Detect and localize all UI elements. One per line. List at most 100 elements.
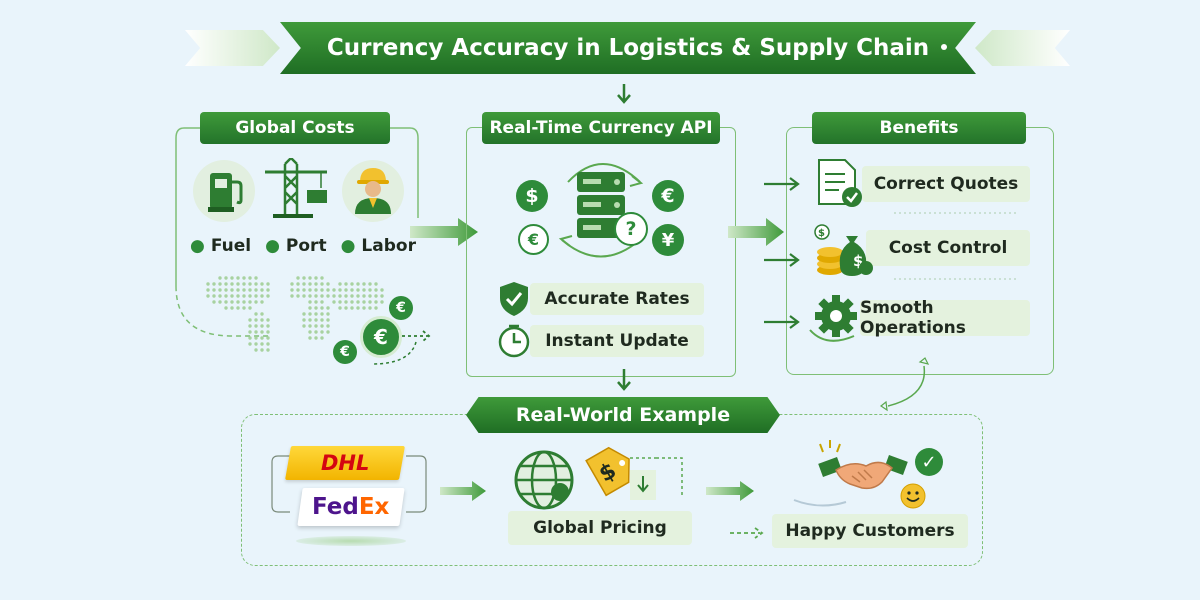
map-dot	[326, 306, 330, 310]
dhl-logo: DHL	[285, 446, 405, 480]
map-dot	[338, 294, 342, 298]
map-dot	[368, 288, 372, 292]
map-dot	[326, 318, 330, 322]
map-dot	[248, 300, 252, 304]
title-ribbon-right-fade	[975, 30, 1070, 66]
title-dot	[941, 44, 947, 50]
map-dot	[296, 294, 300, 298]
map-dot	[236, 294, 240, 298]
map-dot	[266, 282, 270, 286]
clock-icon	[498, 324, 530, 358]
map-dot	[260, 300, 264, 304]
map-dot	[236, 306, 240, 310]
feature-accurate-rates: Accurate Rates	[530, 283, 704, 315]
map-dot	[218, 288, 222, 292]
map-dot	[266, 336, 270, 340]
euro-coin-small-top: €	[389, 296, 413, 320]
map-dot	[350, 294, 354, 298]
map-dot	[380, 300, 384, 304]
euro-coin-large: €	[360, 316, 402, 358]
map-dot	[314, 330, 318, 334]
map-dot	[230, 276, 234, 280]
map-dot	[218, 294, 222, 298]
map-dot	[308, 276, 312, 280]
map-dot	[350, 300, 354, 304]
map-dot	[362, 306, 366, 310]
map-dot	[344, 306, 348, 310]
benefit-cost-control: Cost Control	[866, 230, 1030, 266]
page-title: Currency Accuracy in Logistics & Supply …	[326, 35, 930, 61]
map-dot	[248, 306, 252, 310]
map-dot	[248, 276, 252, 280]
globe-icon	[514, 450, 574, 510]
map-dot	[332, 300, 336, 304]
map-dot	[260, 336, 264, 340]
map-dot	[254, 318, 258, 322]
map-dot	[260, 342, 264, 346]
map-dot	[206, 288, 210, 292]
map-dot	[326, 312, 330, 316]
map-dot	[302, 318, 306, 322]
map-dot	[260, 348, 264, 352]
map-dot	[350, 288, 354, 292]
map-dot	[320, 288, 324, 292]
map-dot	[302, 294, 306, 298]
feature-instant-update: Instant Update	[530, 325, 704, 357]
map-dot	[290, 294, 294, 298]
map-dot	[266, 342, 270, 346]
euro-outline-coin-icon: €	[518, 224, 549, 255]
map-dot	[218, 276, 222, 280]
map-dot	[236, 300, 240, 304]
map-dot	[314, 318, 318, 322]
example-heading: Real-World Example	[466, 397, 780, 433]
map-dot	[320, 300, 324, 304]
map-dot	[374, 294, 378, 298]
map-dot	[338, 282, 342, 286]
map-dot	[350, 282, 354, 286]
map-dot	[380, 294, 384, 298]
benefit-correct-quotes: Correct Quotes	[862, 166, 1030, 202]
map-dot	[254, 348, 258, 352]
map-dot	[248, 342, 252, 346]
coin-flow-arrows-icon	[371, 330, 431, 365]
map-dot	[308, 324, 312, 328]
map-dot	[326, 282, 330, 286]
map-dot	[344, 294, 348, 298]
map-dot	[320, 282, 324, 286]
map-dot	[326, 324, 330, 328]
question-coin-icon: ?	[614, 212, 648, 246]
map-dot	[320, 330, 324, 334]
map-dot	[236, 288, 240, 292]
benefit-arrows-icon	[764, 177, 800, 329]
fedex-logo: FedEx	[297, 488, 405, 526]
map-dot	[362, 300, 366, 304]
map-dot	[320, 276, 324, 280]
map-dot	[374, 288, 378, 292]
map-dot	[296, 288, 300, 292]
divider-line-2	[894, 278, 1018, 280]
map-dot	[218, 300, 222, 304]
map-dot	[314, 300, 318, 304]
map-dot	[212, 288, 216, 292]
map-dot	[308, 336, 312, 340]
map-dot	[218, 282, 222, 286]
map-dot	[320, 336, 324, 340]
curved-arrow-benefits-to-example	[879, 357, 930, 412]
map-dot	[248, 318, 252, 322]
map-dot	[248, 282, 252, 286]
down-arrow-icon-2	[617, 369, 631, 391]
map-dot	[230, 294, 234, 298]
map-dot	[242, 294, 246, 298]
map-dot	[260, 318, 264, 322]
euro-coin-icon: €	[652, 180, 684, 212]
map-dot	[374, 300, 378, 304]
map-dot	[242, 306, 246, 310]
map-dot	[302, 324, 306, 328]
gear-icon	[809, 295, 857, 342]
map-dot	[314, 288, 318, 292]
map-dot	[320, 294, 324, 298]
euro-coin-small-bottom: €	[333, 340, 357, 364]
map-dot	[248, 330, 252, 334]
handshake-icon	[793, 440, 908, 507]
flow-arrow-carriers-to-pricing	[440, 481, 486, 501]
